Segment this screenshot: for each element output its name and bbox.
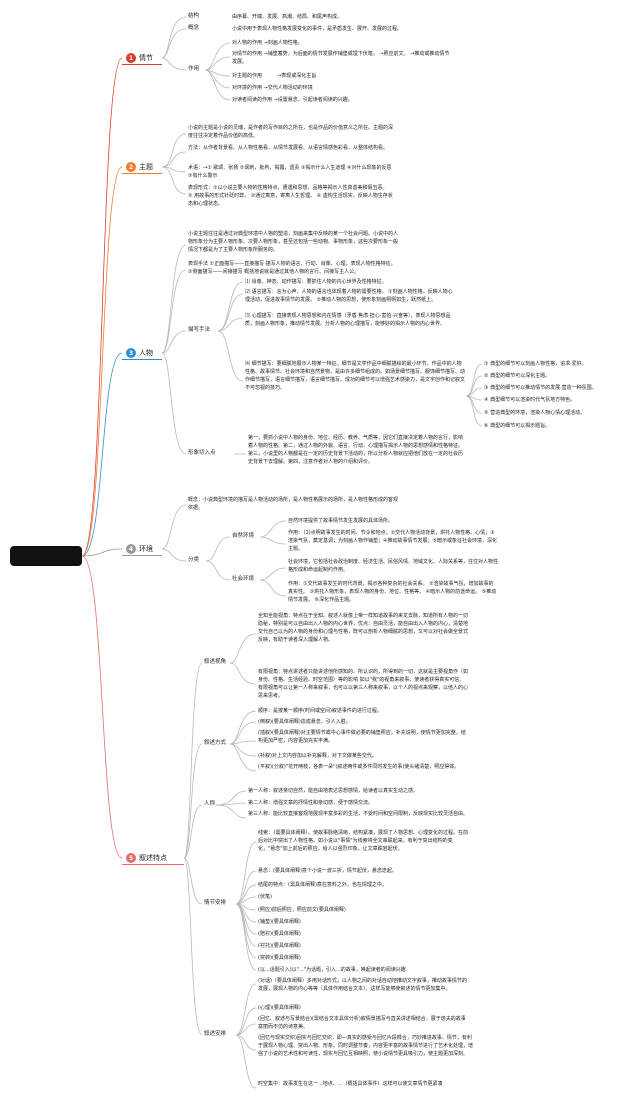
narrative-arrangement-2: (心理)(要具体阐释) <box>258 1005 301 1011</box>
narrative-arrangement-label: 叙述安排 <box>204 1031 227 1037</box>
branch-label: 叙述特点 <box>139 854 167 862</box>
narrative-order-1: 顺序：是按某一顺序(时间或空间)叙述事件的进行过程。 <box>258 708 382 714</box>
plot-function-2: 对情节的作用 →铺垫蓄势，为后面的情节发展作铺垫或埋下伏笔。 →照应前文。 →推… <box>232 51 450 65</box>
narrative-pov-limited: 有限视角：特点讲述者只能讲述他所感知的、所认识的，所得到的一切，这就是主要视角作… <box>258 669 469 699</box>
narrative-order-3: (插叙)(要具体阐释)对主要情节或中心事件做必要的铺垫照应，补充说明，使情节更加… <box>258 730 466 744</box>
narrative-arrangement-3: (回忆、叙述与写景结合)(需结合文本具体分析)叙情景描写与直关讲述相结合，展于逸… <box>258 1016 466 1030</box>
narrative-person-3: 第三人称：能比较直接客观地展现丰富多彩的生活，不受时间和空间限制，反映现实比较灵… <box>248 811 469 817</box>
underline <box>122 864 184 865</box>
branch-label: 情节 <box>139 54 153 62</box>
natural-environment-label: 自然环境 <box>232 533 255 539</box>
character-techniques: 表现手法 ①正面描写——直接描写 描写人物的语言、行动、肖像、心理，表现人物性格… <box>188 261 396 275</box>
theme-terms: 术语：→① 歌颂、张扬 ②讽刺，批判，揭露，遗责 ③揭示什么人生道理 ④对什么现… <box>188 165 392 179</box>
plot-function-label: 作用 <box>188 66 200 72</box>
plot-function-5: 对读者阅读的作用 →设置悬念，引起读者阅读的兴趣。 <box>232 97 353 103</box>
plot-concept-text: 小说中用于表现人物性格发展变化的事件，是矛盾发生、展开、发展的过程。 <box>232 26 403 32</box>
number-badge-icon: 2 <box>126 162 136 172</box>
root-node[interactable] <box>10 546 82 566</box>
underline <box>122 555 162 556</box>
narrative-person-1: 第一人称：叙述亲切自然，能自由地表达思想感情，给读者以真实生动之感。 <box>248 788 419 794</box>
character-entry-text: 第一，要抓小说中人物的身份、地位、经历、教养、气质等，因它们直接决定着人物的言行… <box>248 435 464 465</box>
character-intro: 小说主题往往是通过对典型环境中人物的塑造，刻画来集中反映的某一个社会问题。小说中… <box>188 231 399 253</box>
character-entry-label: 形象切入点 <box>188 450 216 456</box>
theme-forms: 表现形式：①以小说主要人物的性格特点，遭遇和思想，品格等揭示人性真善美和假丑恶。… <box>188 185 393 207</box>
social-environment-function: 作用：①交代故事发生的时代背景，揭示各种复杂的社会关系。 ②渲染故事气氛，增加故… <box>288 581 497 603</box>
theme-method: 方法：从作者背景看、从人物性格看、从情节发展看、从语言情感色彩看、从整体结构看。 <box>188 145 389 151</box>
character-method-1: ⑴ 肖像、神态、动作描写：要抓住人物的内心世界及性格特征。 <box>245 279 387 285</box>
narrative-plot-1: 线索：（需要具体阐释）。使故事脉络清晰，结构紧凑，展现了人物思想、心理变化的过程… <box>258 830 469 852</box>
theme-definition: 小说的主题是小说的灵魂，是作者的写作目的之所在，也是作品的价值意义之所在。主题的… <box>188 125 394 139</box>
narrative-plot-3: 结尾的特点：(需具体阐释)意在意料之外，也在情理之中。 <box>258 882 387 888</box>
narrative-pov-omniscient: 全知全能视角：特点在于全知。叙述人就像上帝一样知道故事的来龙去脉，知道所有人物的… <box>258 613 469 643</box>
number-badge-icon: 3 <box>126 348 136 358</box>
detail-effect-2: ② 典型的细节可以深化主题。 <box>484 373 551 379</box>
detail-effect-4: ④ 典型细节可以渲染时代气氛地方特色。 <box>484 397 576 403</box>
social-environment-desc: 社会环境，它包括社会政治制度、经济生活、民俗风情、地域文化、人际关系等，往往对人… <box>288 559 499 573</box>
plot-concept-label: 概念 <box>188 25 200 31</box>
narrative-plot-7: (陪衬)(要具体阐释) <box>258 931 301 937</box>
number-badge-icon: 4 <box>126 544 136 554</box>
narrative-order-5: (平叙)(分叙)"花开两枝，各表一朵"(叙述两件或多件同时发生的事)使头绪清楚，… <box>258 764 460 770</box>
narrative-plot-4: (伏笔) <box>258 894 272 900</box>
narrative-arrangement-4: (回忆与现实交织)回实与回忆交织，即—真实的感受与回忆片段糅合，巧妙推进故事、情… <box>258 1035 474 1057</box>
branch-label: 环境 <box>139 545 153 553</box>
narrative-plot-8: (衬托)(要具体阐释) <box>258 943 301 949</box>
branch-label: 人物 <box>139 349 153 357</box>
underline <box>122 64 162 65</box>
narrative-person-2: 第二人称：增强文章的抒情性和亲切感，便于感情交流。 <box>248 800 374 806</box>
character-method-3: ⑶ 心理描写：直接表现人物思想和内在情感（矛盾·焦虑·担心·害怕·兴奋等），表现… <box>245 313 451 327</box>
branch-character[interactable]: 3 人物 <box>126 347 153 359</box>
narrative-plot-2: 悬念：(要具体阐释)意个小说一波三折，情节起伏，悬念迭起。 <box>258 868 397 874</box>
narrative-plot-9: (突转)(要具体阐释) <box>258 955 301 961</box>
plot-function-4: 对环境的作用 →交代人物活动的环境 <box>232 85 313 91</box>
narrative-order-2: (倒叙)(要具体阐释)造成悬念，引人入胜。 <box>258 719 351 725</box>
plot-structure-text: 由序幕、开端、发展、高潮、结局、和尾声构成。 <box>232 14 343 20</box>
narrative-arrangement-5: 时空集中：故事发生在这一...地点、...（概括具体事件）这样可以使文章情节更紧… <box>258 1081 443 1087</box>
branch-environment[interactable]: 4 环境 <box>126 543 153 555</box>
detail-effect-5: ⑤ 营造典型的环境，渲染人物心情心理活动。 <box>484 410 586 416</box>
branch-plot[interactable]: 1 情节 <box>126 52 153 64</box>
character-method-label: 描写手法 <box>188 327 211 333</box>
narrative-pov-label: 叙述视角 <box>204 659 227 665</box>
branch-narrative[interactable]: 5 叙述特点 <box>126 852 167 864</box>
plot-structure-label: 结构 <box>188 13 200 19</box>
narrative-plot-6: (铺垫)(要具体阐释) <box>258 919 301 925</box>
environment-class-label: 分类 <box>188 557 200 563</box>
underline <box>122 359 162 360</box>
environment-concept: 概念：小说典型环境的描写是人物活动的场所，是人物性格展示的场所，是人物性格形成的… <box>188 497 399 511</box>
character-method-4: ⑷ 细节描写：要细腻地展示人物某一特征。细节是文学作品中细腻描绘的最小环节。作品… <box>245 361 466 391</box>
underline <box>122 173 162 174</box>
narrative-plot-label: 情节安排 <box>204 900 227 906</box>
number-badge-icon: 5 <box>126 853 136 863</box>
number-badge-icon: 1 <box>126 53 136 63</box>
plot-function-1: 对人物的作用 →刻画人物性格。 <box>232 40 303 46</box>
narrative-order-label: 叙述方式 <box>204 740 227 746</box>
narrative-person-label: 人称 <box>204 801 216 807</box>
plot-function-3: 对主题的作用 →表现或深化主旨 <box>232 73 317 79</box>
narrative-plot-10: (以...话题引入)以"..."为话题，引入...的故事，唤起读者的阅读兴趣 <box>258 967 406 973</box>
narrative-plot-5: (照应)前后照应，照应前文(要具体阐释) <box>258 907 346 913</box>
narrative-order-4: (补叙)对上文内容加以补充解释，对下文做某些交代。 <box>258 753 377 759</box>
natural-environment-desc: 自然环境提供了故事情节发生发展的具体场所。 <box>288 518 394 524</box>
branch-label: 主题 <box>139 163 153 171</box>
natural-environment-function: 作用：（1)点明故事发生的时间、节令和地点；②交代人物活动背景，烘托人物性格、心… <box>288 530 497 552</box>
detail-effect-1: ① 典型的细节可以刻画人物性格，追求·爱好。 <box>484 361 587 367</box>
narrative-arrangement-1: (对话)（要具体阐释）多用对话形式，以人物之间的对话自动地推动文字叙事，推动故事… <box>258 978 467 992</box>
social-environment-label: 社会环境 <box>232 576 255 582</box>
branch-theme[interactable]: 2 主题 <box>126 161 153 173</box>
detail-effect-6: ⑥ 典型的细节可以揭示题旨。 <box>484 423 551 429</box>
character-method-2: ⑵ 语言描写：言为心声，人物的语言也体现着人物的需要性格。 ①刻画人物性格，反映… <box>245 289 453 303</box>
detail-effect-3: ③ 典型的细节可以推动情节的发展·营造一种氛围。 <box>484 385 597 391</box>
